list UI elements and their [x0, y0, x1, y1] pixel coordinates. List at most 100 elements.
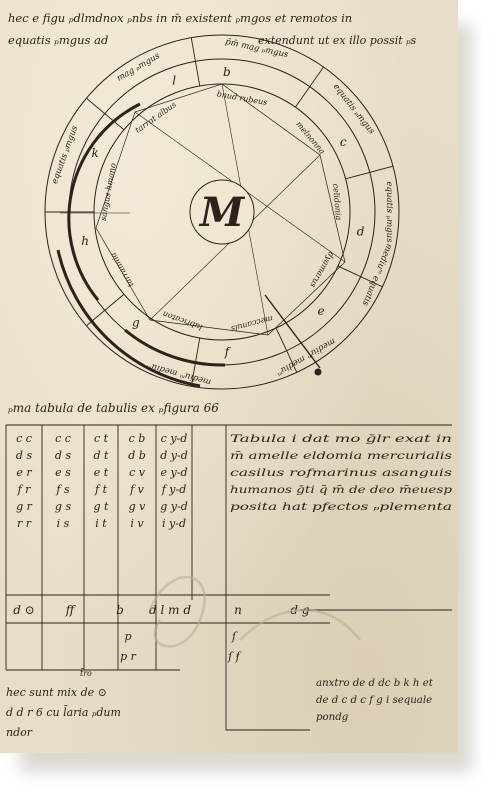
- table-cell: e y-d: [161, 466, 188, 479]
- table-cell: f t: [94, 483, 108, 496]
- table-cells: c c c c c t c b c y-d d s d s d t d b d y-d e r e s…: [16, 432, 188, 530]
- watermark-flourish: [148, 575, 361, 648]
- table-cell: d y-d: [160, 449, 188, 462]
- right-note-line: Tabula i dat mo ḡlr exat in: [230, 434, 452, 445]
- table-title: ₚma tabula de tabulis ex ₚfigura 66: [8, 401, 219, 415]
- wheel-center-circle: [189, 179, 255, 245]
- wheel-outer-label: mediuᵐ mediuᵐ: [274, 336, 337, 378]
- table-cell: c t: [94, 432, 109, 445]
- wheel-inner-label: tarrannia: [108, 251, 135, 289]
- table-cell: g v: [129, 500, 147, 513]
- table-cell: i s: [57, 517, 70, 530]
- lower-row-cell: n: [234, 603, 242, 617]
- table-cell: e t: [94, 466, 109, 479]
- wheel-inner-label: lubricaton: [161, 309, 203, 332]
- wheel-pointer: [264, 294, 321, 369]
- wheel-spoke: [295, 66, 324, 108]
- bottom-right-line: de d c d c f g i sequale: [316, 695, 432, 706]
- manuscript-page: hec e figu ₚdlmdnox ₚnbs in m̄ existent …: [0, 0, 458, 753]
- table-grid: [5, 424, 452, 731]
- table-cell: g s: [55, 500, 72, 513]
- bottom-left-line: hec sunt mix de ⊙: [6, 686, 107, 699]
- lower-row-cell: ff: [65, 603, 77, 617]
- wheel-spokes: [45, 37, 394, 387]
- table-cell: e s: [55, 466, 71, 479]
- wheel-thick-arc-outer: [56, 249, 201, 388]
- table-cell: e r: [16, 466, 32, 479]
- bottom-right-note: anxtro de d dc b k h et de d c d c f g i …: [316, 678, 434, 723]
- bottom-right-line: anxtro de d dc b k h et: [316, 678, 434, 689]
- wheel-center-glyph: M: [198, 189, 246, 236]
- lower-cell: ſ ẜ: [227, 650, 242, 663]
- table-cell: f y-d: [161, 483, 187, 496]
- header-right: extendunt ut ex illo possit ₚs: [258, 34, 417, 47]
- wheel-letter: d: [357, 224, 365, 238]
- table-cell: i t: [95, 517, 107, 530]
- table-cell: r r: [17, 517, 32, 530]
- table-cell: f s: [55, 483, 70, 496]
- table-cell: c y-d: [161, 432, 188, 445]
- wheel-letter: g: [132, 315, 140, 329]
- table-cell: c v: [129, 466, 146, 479]
- wheel-pointer-dot: [314, 368, 322, 376]
- wheel-inner-label: bnud rubeus: [216, 89, 268, 107]
- wheel-spoke: [275, 327, 298, 373]
- wheel-outer-label: equatis ₚmgus: [384, 182, 394, 244]
- wheel-spoke: [337, 265, 383, 288]
- bottom-left-note: hec sunt mix de ⊙ d d r 6 cu l̄aria ₚdum n…: [6, 686, 121, 739]
- wheel-thick-arc-inner: [67, 102, 141, 301]
- wheel-inner-label: melnonna: [294, 120, 327, 157]
- wheel-thick-arc-middle: [124, 328, 226, 367]
- wheel-inner-label: sangus hmano: [99, 162, 118, 221]
- wheel-spoke: [190, 37, 201, 87]
- table-cell: f r: [17, 483, 32, 496]
- manuscript-drawing: hec e figu ₚdlmdnox ₚnbs in m̄ existent …: [5, 11, 453, 739]
- table-cell: i y-d: [162, 517, 186, 530]
- wheel-letter: k: [91, 146, 98, 160]
- lower-row-cell: d ⊙: [13, 603, 35, 617]
- bottom-left-line: d d r 6 cu l̄aria ₚdum: [6, 706, 121, 719]
- table-cell: c c: [16, 432, 32, 445]
- table-cell: g t: [94, 500, 110, 513]
- bottom-left-line: ndor: [6, 726, 33, 739]
- table-cell: c c: [55, 432, 71, 445]
- right-note-line: m̄ amelle eldomia mercurialis: [230, 451, 452, 462]
- wheel-letter: e: [317, 304, 324, 318]
- wheel-spoke: [190, 337, 201, 387]
- lower-row-cell: d l m d: [149, 603, 191, 617]
- right-note: Tabula i dat mo ḡlr exat in m̄ amelle eld…: [230, 434, 453, 513]
- lower-cell: p: [124, 630, 131, 643]
- wheel-letter: h: [81, 234, 89, 248]
- table-cell: c b: [129, 432, 146, 445]
- right-note-line: humanos ḡti q̄ m̄ de deo m̄euesp: [230, 485, 453, 496]
- lower-cells: p p r ſ ſ ẜ: [120, 630, 242, 663]
- header-line-2: equatis ₚmgus ad: [8, 33, 108, 47]
- table-cell: d t: [94, 449, 110, 462]
- lower-cell: ſ: [231, 630, 238, 643]
- wheel-inner-label: celidonia: [331, 183, 343, 221]
- table-cell: d s: [16, 449, 33, 462]
- table-cell: d b: [128, 449, 146, 462]
- header-line-1: hec e figu ₚdlmdnox ₚnbs in m̄ existent …: [8, 11, 352, 25]
- wheel-letter: l: [172, 73, 176, 87]
- wheel-spoke: [345, 165, 394, 180]
- wheel-star-lines: [95, 83, 346, 336]
- wheel-spoke: [86, 293, 125, 327]
- bottom-left-superscript: t̄ro: [80, 668, 92, 678]
- lower-cell: p r: [120, 650, 137, 663]
- lower-row-cell: b: [116, 603, 124, 617]
- wheel-letters: b c d e f g h k l: [81, 65, 365, 359]
- table-cell: d s: [55, 449, 72, 462]
- wheel-letter: b: [223, 65, 231, 79]
- table-cell: g y-d: [160, 500, 188, 513]
- wheel-letter: f: [224, 345, 232, 359]
- table-cell: f v: [129, 483, 145, 496]
- table-cell: g r: [16, 500, 33, 513]
- wheel-letter: c: [340, 135, 347, 149]
- wheel-outer-label: equatis ₚmgus: [331, 82, 377, 137]
- table-cell: i v: [130, 517, 144, 530]
- bottom-right-line: pondg: [316, 712, 349, 723]
- wheel-spoke: [86, 97, 125, 131]
